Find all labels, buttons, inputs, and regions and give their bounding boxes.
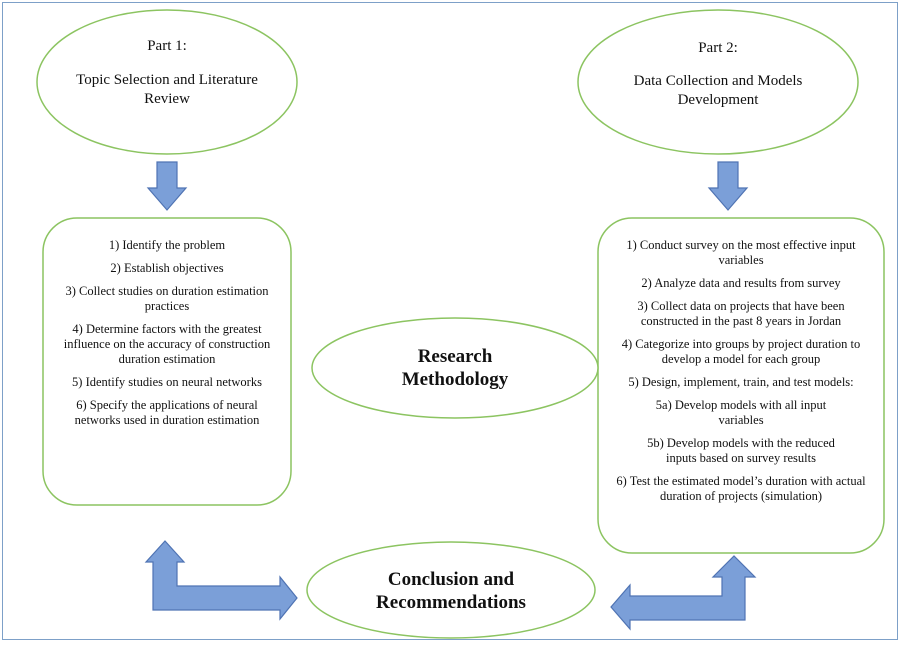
part1-ellipse: [36, 9, 298, 155]
part1-step-5: 5) Identify studies on neural networks: [72, 375, 262, 389]
part1-steps: 1) Identify the problem 2) Establish obj…: [60, 238, 274, 436]
part1-down-arrow: [146, 161, 188, 211]
right-bent-arrow: [610, 555, 757, 631]
part2-step-5a: 5a) Develop models with all input variab…: [655, 398, 827, 427]
part2-steps-box: [597, 217, 885, 554]
part1-step-1: 1) Identify the problem: [108, 238, 226, 252]
center-ellipse: [311, 317, 599, 419]
part2-step-2: 2) Analyze data and results from survey: [641, 276, 841, 290]
part1-steps-box: [42, 217, 292, 506]
conclusion-title: Conclusion and Recommendations: [376, 569, 526, 613]
part2-step-6: 6) Test the estimated model’s duration w…: [616, 474, 866, 503]
part2-steps: 1) Conduct survey on the most effective …: [614, 238, 868, 512]
research-methodology-title: Research Methodology: [401, 346, 509, 390]
part2-step-3: 3) Collect data on projects that have be…: [637, 299, 845, 328]
part2-step-5: 5) Design, implement, train, and test mo…: [628, 375, 854, 389]
part2-step-5b: 5b) Develop models with the reduced inpu…: [647, 436, 835, 465]
part1-heading: Part 1:: [147, 38, 187, 54]
part1-step-3: 3) Collect studies on duration estimatio…: [65, 284, 269, 313]
part2-step-1: 1) Conduct survey on the most effective …: [626, 238, 856, 267]
part2-title: Data Collection and Models Development: [633, 73, 803, 108]
part1-step-2: 2) Establish objectives: [110, 261, 224, 275]
part2-step-4: 4) Categorize into groups by project dur…: [621, 337, 861, 366]
part1-step-4: 4) Determine factors with the greatest i…: [63, 322, 271, 366]
part2-ellipse: [577, 9, 859, 155]
part2-heading: Part 2:: [698, 40, 738, 56]
conclusion-ellipse: [306, 541, 596, 639]
part2-down-arrow: [707, 161, 749, 211]
left-bent-arrow: [144, 540, 298, 621]
part1-title: Topic Selection and Literature Review: [76, 72, 258, 107]
part1-step-6: 6) Specify the applications of neural ne…: [74, 398, 260, 427]
